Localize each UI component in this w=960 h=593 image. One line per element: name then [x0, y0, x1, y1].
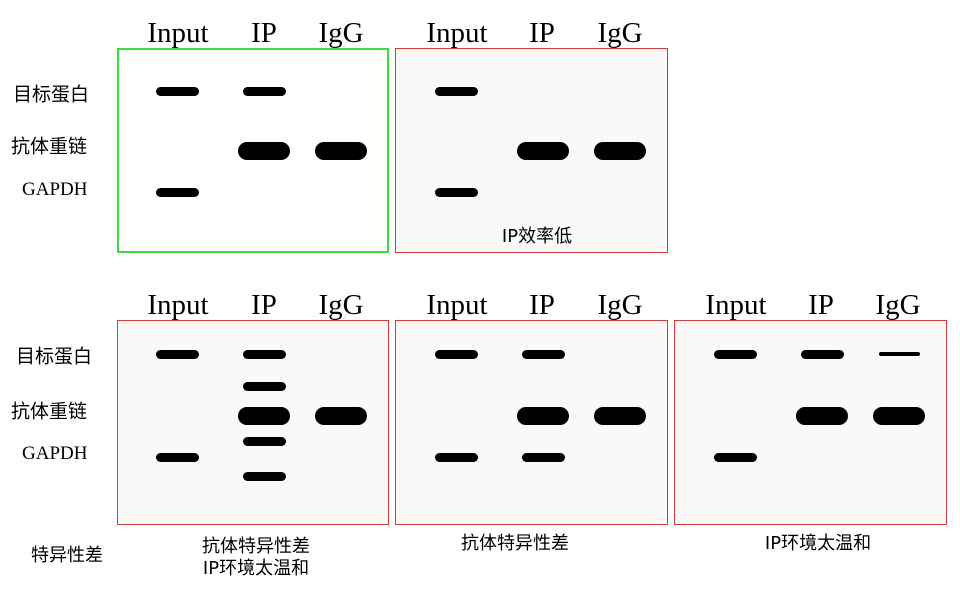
caption-line: IP环境太温和: [202, 558, 310, 579]
row-label: 抗体重链: [11, 135, 88, 158]
protein-band: [521, 452, 565, 462]
protein-band: [878, 352, 920, 356]
protein-band: [155, 187, 199, 197]
column-header: Input: [426, 17, 488, 49]
protein-band: [242, 86, 286, 96]
column-header: IP: [251, 289, 277, 321]
protein-band: [521, 349, 565, 359]
protein-band: [242, 436, 286, 446]
column-header: IgG: [597, 17, 643, 49]
column-header: Input: [147, 289, 209, 321]
column-header: IgG: [318, 289, 364, 321]
caption-line: 抗体特异性差: [202, 536, 310, 557]
protein-band: [434, 349, 478, 359]
protein-band: [242, 349, 286, 359]
protein-band: [800, 349, 844, 359]
column-header: IP: [529, 17, 555, 49]
protein-band: [594, 142, 646, 160]
row-label: 目标蛋白: [13, 83, 90, 106]
column-header: Input: [426, 289, 488, 321]
row-label: GAPDH: [22, 443, 88, 464]
column-header: IP: [251, 17, 277, 49]
protein-band: [796, 407, 848, 425]
protein-band: [517, 407, 569, 425]
row-caption: 特异性差: [31, 545, 103, 566]
column-header: IgG: [597, 289, 643, 321]
column-header: IgG: [875, 289, 921, 321]
caption-line: 抗体特异性差: [461, 533, 569, 554]
panel-caption: IP环境太温和: [718, 533, 918, 555]
protein-band: [594, 407, 646, 425]
row-label: 抗体重链: [11, 400, 88, 423]
column-header: Input: [147, 17, 209, 49]
column-header: IgG: [318, 17, 364, 49]
protein-band: [238, 142, 290, 160]
column-header: IP: [808, 289, 834, 321]
row-label: 目标蛋白: [16, 345, 93, 368]
protein-band: [873, 407, 925, 425]
protein-band: [155, 452, 199, 462]
row-label: GAPDH: [22, 179, 88, 200]
protein-band: [713, 349, 757, 359]
protein-band: [238, 407, 290, 425]
column-header: IP: [529, 289, 555, 321]
protein-band: [434, 452, 478, 462]
panel-caption: 抗体特异性差: [415, 533, 615, 555]
panel-caption: IP效率低: [437, 226, 637, 248]
protein-band: [242, 381, 286, 391]
caption-line: IP效率低: [501, 226, 573, 247]
protein-band: [242, 471, 286, 481]
protein-band: [713, 452, 757, 462]
protein-band: [517, 142, 569, 160]
protein-band: [434, 187, 478, 197]
protein-band: [155, 349, 199, 359]
protein-band: [315, 142, 367, 160]
protein-band: [155, 86, 199, 96]
caption-line: IP环境太温和: [764, 533, 872, 554]
protein-band: [315, 407, 367, 425]
column-header: Input: [705, 289, 767, 321]
protein-band: [434, 86, 478, 96]
